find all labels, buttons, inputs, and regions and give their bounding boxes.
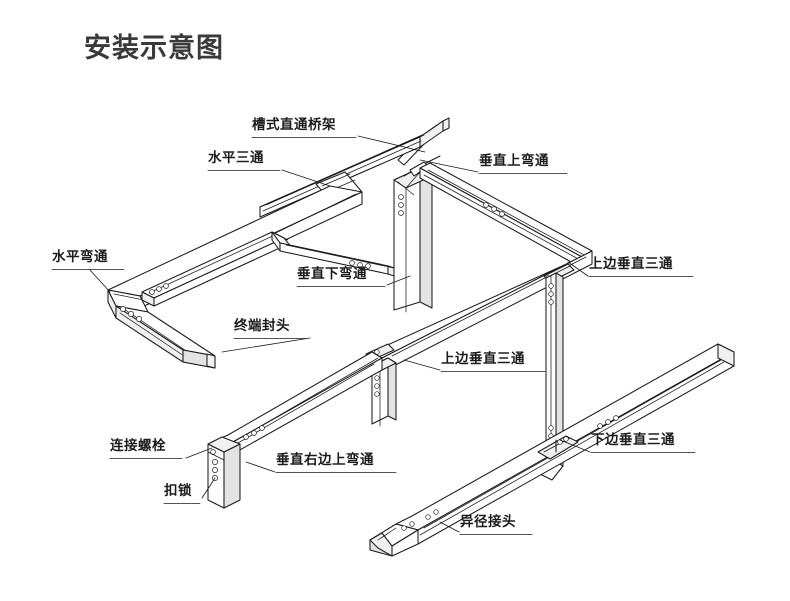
bolt-holes-right-top-rail — [483, 202, 505, 217]
part-end-cap — [182, 349, 216, 369]
part-reducer-joint — [369, 509, 439, 557]
callout-label-lower-vertical-tee: 下边垂直三通 — [591, 432, 675, 448]
callout-label-upper-vertical-tee-right: 上边垂直三通 — [589, 256, 673, 272]
callout-label-vertical-right-up-bend: 垂直右边上弯通 — [276, 452, 374, 468]
callout-label-upper-vertical-tee-mid: 上边垂直三通 — [441, 351, 525, 367]
page-title: 安装示意图 — [84, 33, 224, 64]
part-lower-vertical-tee — [537, 435, 579, 460]
callout-leader-end-cap — [221, 337, 311, 353]
part-right-tall-column — [539, 272, 564, 481]
callout-leader-lower-vertical-tee — [559, 439, 591, 453]
part-mid-column — [371, 357, 397, 427]
bolt-holes-reducer — [401, 509, 439, 531]
callout-leader-trough-straight-tray — [357, 135, 426, 153]
part-center-column — [393, 167, 433, 313]
callout-label-trough-straight-tray: 槽式直通桥架 — [252, 117, 336, 133]
bolt-holes-center-column — [398, 194, 404, 216]
bolt-holes-lower-left-beam — [243, 425, 265, 440]
callout-leader-vertical-right-up-bend — [245, 461, 276, 473]
bolt-holes-down-bend — [349, 260, 371, 269]
callout-leader-vertical-down-bend — [386, 275, 411, 286]
callout-label-vertical-up-bend: 垂直上弯通 — [479, 153, 549, 169]
callout-label-horizontal-tee: 水平三通 — [208, 150, 264, 166]
callout-label-reducer-joint: 异径接头 — [460, 514, 516, 530]
bolt-holes-bottom-right-rail — [597, 415, 619, 429]
callout-label-end-cap: 终端封头 — [234, 318, 290, 334]
callout-label-horizontal-bend: 水平弯通 — [52, 249, 108, 265]
callout-leader-horizontal-bend — [89, 269, 111, 293]
bolt-holes-right-column-top — [548, 283, 554, 305]
callout-leader-latch-lock — [201, 477, 216, 499]
part-left-latch-column — [207, 436, 241, 509]
callout-leader-connecting-bolt — [185, 447, 213, 459]
callout-leader-upper-vertical-tee-right — [567, 261, 589, 277]
callout-leader-upper-vertical-tee-mid — [403, 359, 441, 371]
callout-leader-horizontal-tee — [281, 169, 331, 187]
part-inner-left-beam — [141, 231, 285, 307]
callout-label-latch-lock: 扣锁 — [164, 483, 192, 499]
callout-label-connecting-bolt: 连接螺栓 — [110, 438, 166, 454]
callout-leader-lines — [51, 135, 696, 535]
part-right-top-rail — [419, 162, 593, 269]
latch-lock-detail — [212, 459, 218, 481]
callout-leader-vertical-up-bend — [419, 159, 479, 173]
bolt-holes-lower-tee — [557, 436, 569, 445]
bolt-holes-mid-column — [374, 375, 380, 397]
bolt-holes-inner-left-beam — [149, 283, 169, 295]
callout-leader-reducer-joint — [439, 521, 460, 533]
bolt-holes-left-beam — [120, 306, 142, 322]
callout-label-vertical-down-bend: 垂直下弯通 — [297, 266, 367, 282]
